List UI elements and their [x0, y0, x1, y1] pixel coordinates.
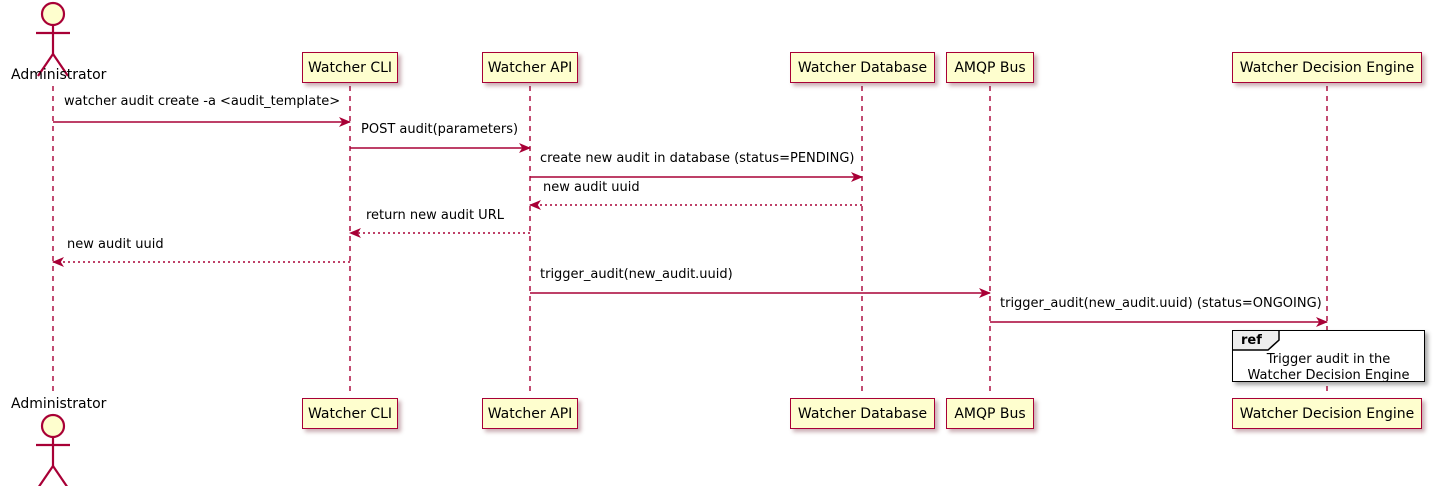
- participant-box-amqp-bus-top[interactable]: AMQP Bus: [946, 52, 1034, 83]
- message-label-msg-5: return new audit URL: [366, 208, 504, 223]
- participant-box-amqp-bus-bottom[interactable]: AMQP Bus: [946, 398, 1034, 429]
- actor-label-administrator-bottom: Administrator: [11, 396, 107, 412]
- participant-box-watcher-api-top[interactable]: Watcher API: [482, 52, 578, 83]
- participant-label-watcher-cli: Watcher CLI: [307, 59, 393, 76]
- message-label-msg-2: POST audit(parameters): [361, 122, 519, 137]
- ref-fragment-line: Trigger audit in the: [1266, 352, 1391, 367]
- ref-fragment-tab-outline: [1233, 331, 1280, 351]
- message-label-msg-7: trigger_audit(new_audit.uuid): [540, 267, 733, 282]
- participant-label-watcher-db: Watcher Database: [797, 59, 928, 76]
- actor-figures-group: [36, 1, 70, 486]
- participant-label-watcher-cli: Watcher CLI: [307, 405, 393, 422]
- ref-fragment-tab-label: ref: [1241, 333, 1262, 348]
- actor-figure-administrator-top: [36, 1, 70, 77]
- participant-label-watcher-api: Watcher API: [487, 405, 573, 422]
- message-arrows-group: [52, 117, 1328, 327]
- participant-box-watcher-db-top[interactable]: Watcher Database: [790, 52, 935, 83]
- actor-figure-administrator-bottom: [36, 413, 70, 486]
- ref-fragment-line: Watcher Decision Engine: [1247, 368, 1410, 383]
- ref-fragment-tab: [1233, 331, 1279, 350]
- participant-box-decision-engine-top[interactable]: Watcher Decision Engine: [1232, 52, 1422, 83]
- participant-box-watcher-cli-bottom[interactable]: Watcher CLI: [302, 398, 398, 429]
- participant-box-decision-engine-bottom[interactable]: Watcher Decision Engine: [1232, 398, 1422, 429]
- participant-box-watcher-db-bottom[interactable]: Watcher Database: [790, 398, 935, 429]
- lifelines-group: [52, 86, 1328, 396]
- participant-label-watcher-api: Watcher API: [487, 59, 573, 76]
- participant-box-watcher-cli-top[interactable]: Watcher CLI: [302, 52, 398, 83]
- message-label-msg-4: new audit uuid: [543, 180, 640, 195]
- message-label-msg-8: trigger_audit(new_audit.uuid) (status=ON…: [1000, 296, 1322, 311]
- message-label-msg-3: create new audit in database (status=PEN…: [540, 151, 855, 166]
- participant-label-amqp-bus: AMQP Bus: [954, 405, 1026, 422]
- participant-box-watcher-api-bottom[interactable]: Watcher API: [482, 398, 578, 429]
- participant-label-decision-engine: Watcher Decision Engine: [1239, 405, 1415, 422]
- message-label-msg-1: watcher audit create -a <audit_template>: [64, 94, 341, 109]
- actor-label-administrator-top: Administrator: [11, 67, 107, 83]
- message-label-msg-6: new audit uuid: [67, 237, 164, 252]
- participant-label-watcher-db: Watcher Database: [797, 405, 928, 422]
- participant-label-amqp-bus: AMQP Bus: [954, 59, 1026, 76]
- participant-label-decision-engine: Watcher Decision Engine: [1239, 59, 1415, 76]
